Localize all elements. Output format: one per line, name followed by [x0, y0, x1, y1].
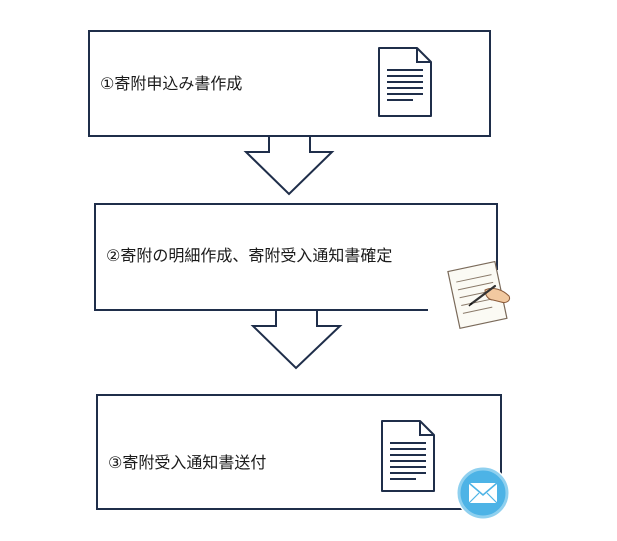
- step-3-box: [96, 394, 502, 510]
- document-icon: [381, 420, 435, 492]
- signing-paper-icon: [447, 260, 510, 330]
- step-2-box: [94, 203, 498, 311]
- step-2-label: ②寄附の明細作成、寄附受入通知書確定: [106, 246, 393, 265]
- step-1-label: ①寄附申込み書作成: [100, 74, 243, 93]
- document-icon: [378, 47, 432, 117]
- step-3-label: ③寄附受入通知書送付: [108, 453, 267, 472]
- down-arrow-1: [243, 135, 335, 196]
- down-arrow-2: [250, 309, 343, 370]
- mail-icon: [456, 466, 510, 520]
